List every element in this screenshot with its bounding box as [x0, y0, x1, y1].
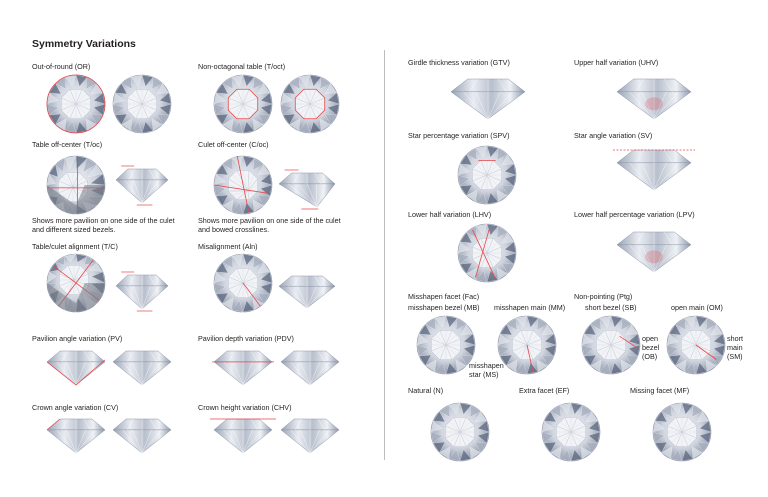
- diamond-non-octagonal-table: [212, 73, 274, 140]
- label-star-percentage-variation: Star percentage variation (SPV): [408, 131, 510, 140]
- label-extra-facet: Extra facet (EF): [519, 386, 570, 395]
- label-non-octagonal-table: Non-octagonal table (T/oct): [198, 62, 286, 71]
- diamond-misshapen-main: [496, 314, 558, 381]
- diamond-upper-half-variation: [615, 77, 695, 128]
- diamond-pavilion-angle-variation: [45, 349, 109, 394]
- note-table-off-center: Shows more pavilion on one side of the c…: [32, 216, 175, 234]
- diamond-crown-height-reference: [279, 417, 343, 462]
- label-misalignment: Misalignment (Aln): [198, 242, 258, 251]
- diamond-culet-off-center-profile: [277, 169, 339, 216]
- diamond-pavilion-depth-reference: [279, 349, 343, 394]
- diamond-star-percentage-variation: [456, 144, 518, 211]
- label-table-culet-alignment: Table/culet alignment (T/C): [32, 242, 118, 251]
- diamond-culet-off-center: [212, 154, 274, 221]
- diamond-table-culet-alignment: [45, 252, 107, 319]
- diamond-open-main: [665, 314, 727, 381]
- diamond-out-of-round-reference: [111, 73, 173, 140]
- diamond-star-angle-variation: [613, 148, 695, 199]
- label-crown-angle-variation: Crown angle variation (CV): [32, 403, 119, 412]
- label-lower-half-percentage-variation: Lower half percentage variation (LPV): [574, 210, 695, 219]
- label-table-off-center: Table off-center (T/oc): [32, 140, 103, 149]
- diamond-misalignment: [212, 252, 274, 319]
- diamond-out-of-round: [45, 73, 107, 140]
- label-open-bezel: open bezel (OB): [642, 334, 660, 361]
- diamond-misalignment-profile: [277, 274, 339, 317]
- label-natural: Natural (N): [408, 386, 444, 395]
- label-star-angle-variation: Star angle variation (SV): [574, 131, 653, 140]
- label-misshapen-main: misshapen main (MM): [494, 303, 566, 312]
- label-non-pointing: Non-pointing (Ptg): [574, 292, 633, 301]
- diamond-extra-facet: [540, 401, 602, 468]
- label-crown-height-variation: Crown height variation (CHV): [198, 403, 292, 412]
- label-misshapen-bezel: misshapen bezel (MB): [408, 303, 480, 312]
- label-short-bezel: short bezel (SB): [585, 303, 637, 312]
- label-misshapen-star: misshapen star (MS): [469, 361, 504, 379]
- label-culet-off-center: Culet off-center (C/oc): [198, 140, 269, 149]
- label-pavilion-angle-variation: Pavilion angle variation (PV): [32, 334, 123, 343]
- diamond-lower-half-variation: [456, 222, 518, 289]
- label-upper-half-variation: Upper half variation (UHV): [574, 58, 659, 67]
- label-out-of-round: Out-of-round (OR): [32, 62, 91, 71]
- diamond-crown-height-variation: [210, 417, 276, 462]
- diamond-table-off-center: [45, 154, 107, 221]
- diamond-girdle-thickness-variation: [449, 77, 529, 128]
- label-open-main: open main (OM): [671, 303, 723, 312]
- diamond-missing-facet: [651, 401, 713, 468]
- diamond-natural: [429, 401, 491, 468]
- column-divider: [384, 50, 385, 460]
- label-missing-facet: Missing facet (MF): [630, 386, 690, 395]
- label-short-main: short main (SM): [727, 334, 743, 361]
- diamond-pavilion-depth-variation: [212, 349, 276, 394]
- diamond-table-off-center-profile: [114, 165, 172, 212]
- label-girdle-thickness-variation: Girdle thickness variation (GTV): [408, 58, 510, 67]
- note-culet-off-center: Shows more pavilion on one side of the c…: [198, 216, 341, 234]
- diamond-pavilion-angle-reference: [111, 349, 175, 394]
- page-title: Symmetry Variations: [32, 38, 136, 50]
- label-lower-half-variation: Lower half variation (LHV): [408, 210, 492, 219]
- diamond-misshapen-bezel: [415, 314, 477, 381]
- diamond-crown-angle-variation: [45, 417, 109, 462]
- diamond-non-octagonal-table-2: [279, 73, 341, 140]
- diamond-crown-angle-reference: [111, 417, 175, 462]
- diamond-table-culet-alignment-profile: [114, 271, 172, 318]
- diamond-lower-half-percentage-variation: [615, 230, 695, 281]
- label-pavilion-depth-variation: Pavilion depth variation (PDV): [198, 334, 294, 343]
- label-misshapen-facet: Misshapen facet (Fac): [408, 292, 480, 301]
- diamond-short-bezel: [580, 314, 642, 381]
